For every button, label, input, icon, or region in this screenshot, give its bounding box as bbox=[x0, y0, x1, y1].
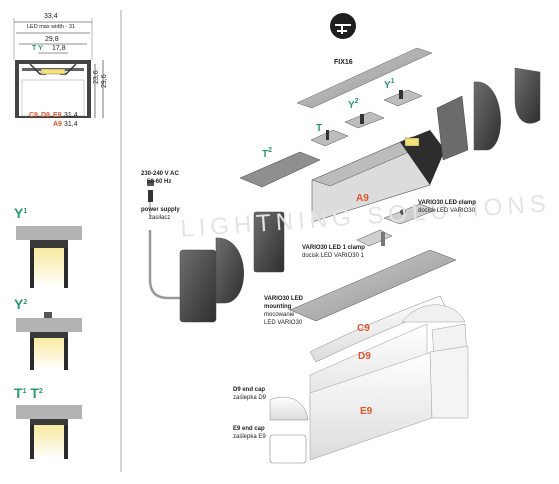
e9-diffuser bbox=[309, 345, 469, 461]
front-end-cap-round bbox=[215, 237, 244, 304]
rear-end-cap-1 bbox=[473, 81, 501, 151]
e9-cap-label-pl: zaślepka E9 bbox=[233, 434, 266, 440]
vario-mount-label-2: mounting bbox=[264, 304, 292, 310]
a9-housing bbox=[311, 130, 445, 223]
dim-inner-width: 29,8 bbox=[45, 36, 59, 43]
dim-height-b: 29,6 bbox=[101, 74, 108, 88]
vario30-clamp bbox=[383, 203, 437, 225]
dim-c9-label: C9 bbox=[29, 112, 38, 119]
power-supply-label-pl: zasilacz bbox=[149, 215, 171, 221]
c9-diffuser bbox=[309, 295, 466, 363]
label-y1: Y1 bbox=[384, 78, 395, 91]
dim-e9-label: E9 bbox=[53, 112, 62, 119]
variant-y2-thumb bbox=[16, 312, 82, 370]
label-t: T bbox=[316, 123, 323, 134]
vario1-clamp-label-pl: docisk LED VARIO30 1 bbox=[302, 253, 364, 259]
front-end-cap-small bbox=[253, 211, 285, 273]
rear-end-cap-2 bbox=[514, 67, 541, 124]
profile-cross-section bbox=[13, 18, 104, 118]
label-fix16: FIX16 bbox=[334, 59, 353, 66]
label-c9: C9 bbox=[357, 323, 370, 334]
power-supply bbox=[147, 180, 222, 300]
d9-end-cap bbox=[269, 396, 309, 421]
mount-t2-rail bbox=[239, 151, 321, 188]
variant-t-thumb bbox=[16, 405, 82, 459]
label-t2: T2 bbox=[262, 147, 273, 160]
label-a9: A9 bbox=[356, 193, 369, 204]
dim-cde-value: 31,4 bbox=[64, 112, 78, 119]
mount-t bbox=[310, 129, 349, 147]
label-y2: Y2 bbox=[348, 98, 359, 111]
dim-height-a: 23,6 bbox=[93, 70, 100, 84]
mount-y2 bbox=[344, 111, 385, 129]
variant-t-label: T1 T2 bbox=[14, 385, 43, 401]
vario1-clamp-label: VARIO30 LED 1 clamp bbox=[302, 245, 365, 251]
e9-cap-label: E9 end cap bbox=[233, 426, 265, 432]
vario30-1-clamp bbox=[356, 229, 393, 247]
ceiling-mount-icon bbox=[330, 13, 356, 39]
vario-mount-label-pl-1: mocowanie bbox=[264, 312, 295, 318]
vario-mount-label-1: VARIO30 LED bbox=[264, 296, 303, 302]
dim-ty-label: T Y bbox=[32, 45, 43, 52]
power-spec-1: 230-240 V AC bbox=[141, 171, 179, 177]
d9-cap-label-pl: zaślepka D9 bbox=[233, 395, 267, 401]
fix16-rail bbox=[296, 47, 433, 109]
dim-top-width: 33,4 bbox=[44, 13, 58, 20]
vario30-mounting-rail bbox=[289, 249, 457, 322]
vario-clamp-label: VARIO30 LED clamp bbox=[418, 200, 476, 206]
vario-mount-label-pl-2: LED VARIO30 bbox=[264, 320, 303, 326]
variant-y1-label: Y1 bbox=[14, 205, 28, 221]
front-end-cap-large bbox=[179, 249, 217, 323]
dim-a9-value: 31,4 bbox=[64, 121, 78, 128]
power-spec-2: 50-60 Hz bbox=[147, 179, 172, 185]
dim-led-max-width: LED max width - 31 bbox=[27, 24, 75, 30]
dim-ty-width: 17,8 bbox=[52, 45, 66, 52]
vario-clamp-label-pl: docisk LED VARIO30 bbox=[418, 208, 475, 214]
mount-y1 bbox=[383, 89, 423, 107]
label-e9: E9 bbox=[360, 406, 373, 417]
d9-cap-label: D9 end cap bbox=[233, 387, 266, 393]
label-d9: D9 bbox=[358, 351, 371, 362]
dim-d9-label: D9 bbox=[41, 112, 50, 119]
dim-a9-label: A9 bbox=[53, 121, 62, 128]
variant-y2-label: Y2 bbox=[14, 296, 28, 312]
variant-y1-thumb bbox=[16, 226, 82, 288]
e9-end-cap bbox=[269, 434, 307, 464]
rear-end-plate bbox=[436, 95, 469, 161]
power-supply-label: power supply bbox=[141, 207, 180, 213]
